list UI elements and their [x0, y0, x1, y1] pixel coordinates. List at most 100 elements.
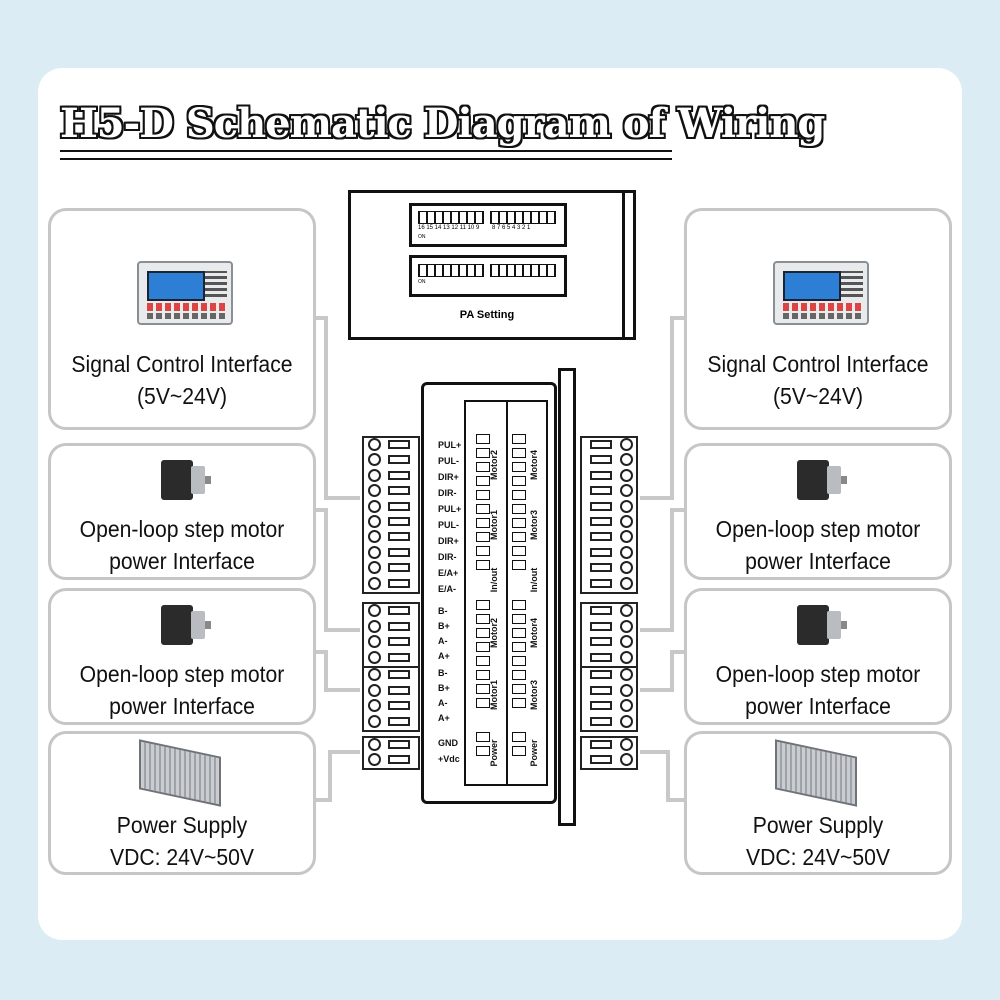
terminal-screw: [620, 699, 633, 712]
board-terminal-pin: [476, 732, 490, 742]
board-terminal-pin: [476, 670, 490, 680]
terminal-slot: [388, 455, 410, 465]
board-terminal-pin: [476, 434, 490, 444]
motor-panel-title: Open-loop step motor: [715, 661, 921, 687]
terminal-screw: [368, 604, 381, 617]
terminal-screw: [368, 484, 381, 498]
terminal-screw: [620, 635, 633, 648]
terminal-slot: [590, 670, 612, 679]
terminal-slot: [388, 652, 410, 662]
motor-panel-subtitle: power Interface: [109, 693, 255, 719]
driver-mounting-plate: [558, 368, 576, 826]
board-terminal-pin: [476, 614, 490, 624]
board-terminal-pin: [476, 462, 490, 472]
pin-label-power: GND: [438, 738, 458, 748]
terminal-screw: [368, 668, 381, 681]
stepper-motor-icon: [797, 458, 847, 506]
wire-motor2-right: [640, 650, 685, 692]
terminal-screw: [620, 515, 633, 528]
terminal-slot: [590, 547, 612, 557]
motor-panel-subtitle: power Interface: [745, 548, 891, 574]
board-terminal-pin: [476, 532, 490, 542]
terminal-slot: [388, 563, 410, 573]
board-terminal-pin: [476, 656, 490, 666]
wire-signal-right: [640, 316, 685, 500]
terminal-slot: [388, 701, 410, 710]
stepper-motor-icon: [797, 603, 847, 651]
terminal-slot: [388, 740, 410, 749]
board-label-right: Motor3: [529, 510, 539, 540]
wire-motor2-left: [314, 650, 360, 692]
dip-switch-bank-2: ON: [409, 255, 567, 297]
terminal-screw: [620, 576, 633, 590]
terminal-slot: [388, 716, 410, 726]
board-terminal-pin: [476, 504, 490, 514]
board-terminal-pin: [512, 560, 526, 570]
board-terminal-pin: [476, 642, 490, 652]
terminal-screw: [620, 561, 633, 575]
board-label-left: In/out: [489, 567, 499, 593]
pin-label-signal: DIR+: [438, 472, 459, 482]
motor-panel-subtitle: power Interface: [745, 693, 891, 719]
terminal-slot: [388, 621, 410, 631]
terminal-slot: [388, 755, 410, 764]
terminal-slot: [388, 547, 410, 557]
terminal-slot: [388, 470, 410, 480]
terminal-slot: [590, 701, 612, 710]
terminal-screw: [368, 619, 381, 633]
terminal-screw: [368, 561, 381, 575]
wire-power-left: [314, 750, 360, 802]
terminal-screw: [620, 545, 633, 559]
pin-label-signal: E/A-: [438, 584, 456, 594]
terminal-screw: [620, 650, 633, 664]
signal-panel-title: Signal Control Interface: [71, 351, 293, 377]
terminal-slot: [590, 578, 612, 588]
pin-label-power: +Vdc: [438, 754, 460, 764]
board-terminal-pin: [512, 732, 526, 742]
power-panel-title: Power Supply: [116, 812, 248, 838]
board-terminal-pin: [512, 518, 526, 528]
board-label-left: Motor2: [489, 450, 499, 480]
terminal-screw: [368, 699, 381, 712]
motor-panel-subtitle: power Interface: [109, 548, 255, 574]
board-label-left: Motor2: [489, 618, 499, 648]
board-terminal-pin: [512, 532, 526, 542]
terminal-screw: [620, 753, 633, 766]
terminal-slot: [388, 532, 410, 542]
terminal-screw: [620, 484, 633, 498]
board-terminal-pin: [512, 504, 526, 514]
board-terminal-pin: [476, 490, 490, 500]
terminal-slot: [590, 716, 612, 726]
wire-power-right: [640, 750, 685, 802]
controller-icon: [137, 261, 233, 325]
wire-signal-left: [314, 316, 360, 500]
terminal-screw: [368, 545, 381, 559]
diagram-title: H5-D Schematic Diagram of Wiring: [60, 100, 825, 147]
signal-panel-voltage: (5V~24V): [773, 383, 863, 409]
terminal-screw: [368, 753, 381, 766]
panel-motor-right-2: Open-loop step motor power Interface: [684, 588, 952, 725]
pin-label-signal: DIR-: [438, 488, 457, 498]
panel-motor-left-2: Open-loop step motor power Interface: [48, 588, 316, 725]
board-label-right: Motor3: [529, 680, 539, 710]
board-terminal-pin: [512, 746, 526, 756]
pin-label-signal: PUL-: [438, 456, 459, 466]
board-terminal-pin: [512, 670, 526, 680]
terminal-screw: [368, 499, 381, 513]
terminal-slot: [388, 440, 410, 449]
board-terminal-pin: [476, 746, 490, 756]
terminal-screw: [620, 438, 633, 451]
terminal-screw: [368, 438, 381, 451]
terminal-screw: [368, 635, 381, 648]
terminal-screw: [368, 650, 381, 664]
signal-panel-title: Signal Control Interface: [707, 351, 929, 377]
pin-label-motor_a: A+: [438, 651, 450, 661]
board-terminal-pin: [476, 600, 490, 610]
pin-label-motor_a: A-: [438, 636, 448, 646]
pin-label-motor_a: B+: [438, 621, 450, 631]
power-supply-icon: [775, 739, 857, 807]
panel-motor-right-1: Open-loop step motor power Interface: [684, 443, 952, 580]
terminal-slot: [590, 501, 612, 511]
board-label-right: Motor4: [529, 450, 539, 480]
